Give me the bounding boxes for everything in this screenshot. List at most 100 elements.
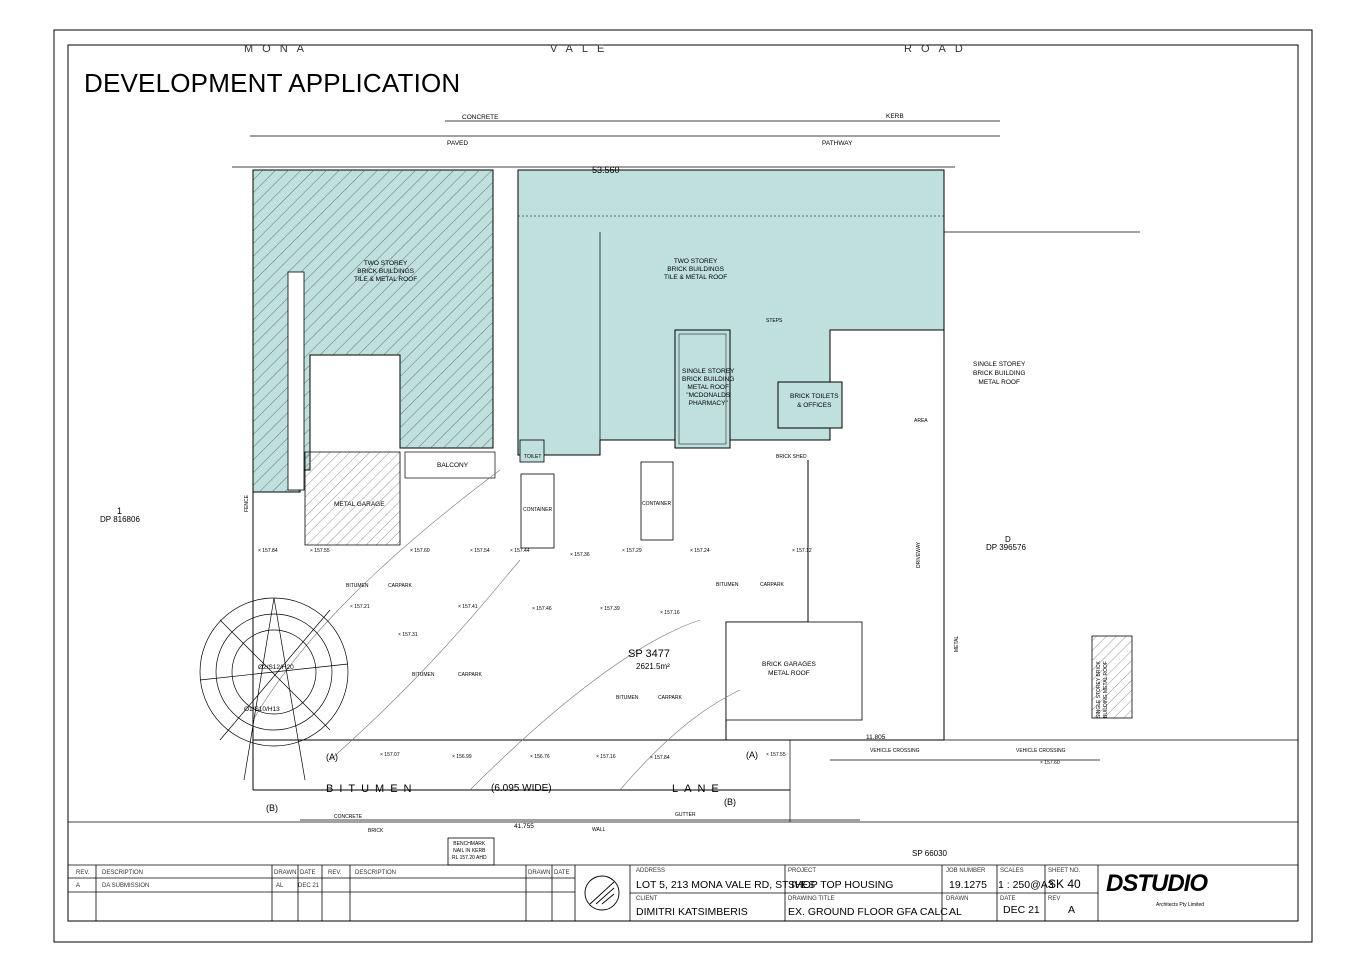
spot-level: × 157.44: [510, 548, 530, 554]
client-label: CLIENT: [636, 896, 658, 902]
bottom-dimension: 41.755: [514, 823, 534, 830]
inner-border: [67, 44, 1299, 922]
spot-level: × 156.76: [530, 754, 550, 760]
spot-level: × 157.41: [458, 604, 478, 610]
drawing-title-value: EX. GROUND FLOOR GFA CALC.: [788, 906, 951, 918]
single-storey-label: SINGLE STOREY BRICK BUILDING METAL ROOF: [973, 361, 1026, 386]
label-driveway: DRIVEWAY: [916, 541, 922, 568]
spot-level: × 157.55: [310, 548, 330, 554]
spot-level: × 157.21: [350, 604, 370, 610]
rev-header-drawn-2: DRAWN: [528, 870, 551, 876]
rev-header-rev-2: REV.: [328, 870, 342, 876]
lot-left-2: DP 816806: [100, 515, 140, 524]
left-building-hatch: [253, 170, 493, 492]
spot-level: × 157.46: [532, 606, 552, 612]
label-bitumen-3: BITUMEN: [616, 695, 639, 701]
spot-level: × 157.12: [792, 548, 812, 554]
rev-row-drawn: AL: [276, 883, 284, 889]
rev-header-date-2: DATE: [554, 870, 570, 876]
label-concrete: CONCRETE: [462, 114, 499, 121]
spot-level: × 157.29: [622, 548, 642, 554]
date-label: DATE: [1000, 896, 1016, 902]
garages-label: BRICK GARAGES METAL ROOF: [762, 661, 816, 677]
spot-level: × 157.24: [690, 548, 710, 554]
label-paved: PAVED: [447, 140, 469, 147]
label-vehicle-crossing-2: VEHICLE CROSSING: [1016, 748, 1066, 754]
scales-label: SCALES: [1000, 868, 1024, 874]
rev-header-date: DATE: [300, 870, 316, 876]
drawn-value: AL: [949, 906, 962, 918]
rev-header-drawn: DRAWN: [274, 870, 297, 876]
toilet-label: TOILET: [524, 454, 542, 460]
right-building: [517, 169, 945, 456]
label-brick: BRICK: [368, 828, 384, 834]
rev-row-description: DA SUBMISSION: [102, 883, 150, 889]
lane-word-2: (6.095 WIDE): [491, 783, 552, 794]
rev-label: REV: [1048, 896, 1061, 902]
address-label: ADDRESS: [636, 868, 666, 874]
label-pathway: PATHWAY: [822, 140, 853, 147]
lot-right-1: D: [1005, 535, 1011, 544]
left-building-stair: [287, 271, 305, 491]
metal-garage: [304, 451, 401, 546]
section-b-right: (B): [724, 797, 736, 807]
road-lines: [232, 120, 1140, 233]
top-dimension: 53.560: [592, 165, 620, 175]
label-fence-left: FENCE: [244, 495, 250, 512]
brick-shed-label: BRICK SHED: [776, 454, 807, 460]
right-building-label: TWO STOREY BRICK BUILDINGS TILE & METAL …: [664, 258, 728, 281]
spot-level: × 157.39: [600, 606, 620, 612]
address-value: LOT 5, 213 MONA VALE RD, ST IVES: [636, 879, 816, 891]
rev-header-description: DESCRIPTION: [102, 870, 144, 876]
spot-level: × 157.07: [380, 752, 400, 758]
spot-level: × 157.55: [766, 752, 786, 758]
brick-garages: [725, 621, 863, 721]
date-value: DEC 21: [1003, 904, 1040, 916]
benchmark-label: BENCHMARK NAIL IN KERB RL 157.20 AHD: [452, 841, 487, 861]
page-title: DEVELOPMENT APPLICATION: [84, 68, 461, 98]
site-area: 2621.5m²: [636, 662, 670, 671]
label-steps: STEPS: [766, 318, 783, 324]
balcony-box: [404, 451, 496, 479]
toilet-box: [519, 439, 545, 463]
toilets-building: [777, 381, 843, 429]
section-a-left: (A): [326, 752, 338, 762]
company-logo-subtitle: Architects Pty Limited: [1156, 902, 1205, 908]
label-carpark-1: CARPARK: [388, 583, 412, 589]
job-value: 19.1275: [949, 879, 987, 891]
label-area: AREA: [914, 418, 928, 424]
drawing-title-label: DRAWING TITLE: [788, 896, 835, 902]
rev-header-rev: REV.: [76, 870, 90, 876]
label-bitumen-1: BITUMEN: [346, 583, 369, 589]
project-label: PROJECT: [788, 868, 817, 874]
spot-level: × 157.16: [596, 754, 616, 760]
road-name-1: MONA: [244, 43, 313, 55]
rev-value: A: [1068, 904, 1076, 916]
container-2-label: CONTAINER: [642, 501, 672, 507]
label-metal-right: METAL: [954, 635, 960, 652]
label-carpark-4: CARPARK: [760, 582, 784, 588]
label-kerb: KERB: [886, 113, 904, 120]
label-carpark-3: CARPARK: [658, 695, 682, 701]
sheet-value: SK 40: [1048, 877, 1081, 891]
side-building-label: SINGLE STOREY BRICK BUILDING METAL ROOF: [1096, 661, 1109, 718]
lane-lines: [68, 739, 1298, 823]
metal-garage-label: METAL GARAGE: [334, 501, 385, 508]
label-gutter: GUTTER: [675, 812, 696, 818]
label-carpark-2: CARPARK: [458, 672, 482, 678]
section-b-left: (B): [266, 803, 278, 813]
container-1-label: CONTAINER: [523, 507, 553, 513]
spot-level: × 157.31: [398, 632, 418, 638]
spot-level: × 157.16: [660, 610, 680, 616]
pharmacy-label: SINGLE STOREY BRICK BUILDING METAL ROOF …: [682, 368, 735, 407]
label-concrete-lane: CONCRETE: [334, 814, 363, 820]
rev-row-date: DEC 21: [298, 883, 320, 889]
lot-bottom: SP 66030: [912, 849, 947, 858]
tree-canopy: [199, 597, 349, 781]
left-building-label: TWO STOREY BRICK BUILDINGS TILE & METAL …: [354, 260, 418, 283]
spot-level: × 157.60: [410, 548, 430, 554]
client-value: DIMITRI KATSIMBERIS: [636, 906, 748, 918]
right-dimension: 11.805: [866, 734, 886, 741]
